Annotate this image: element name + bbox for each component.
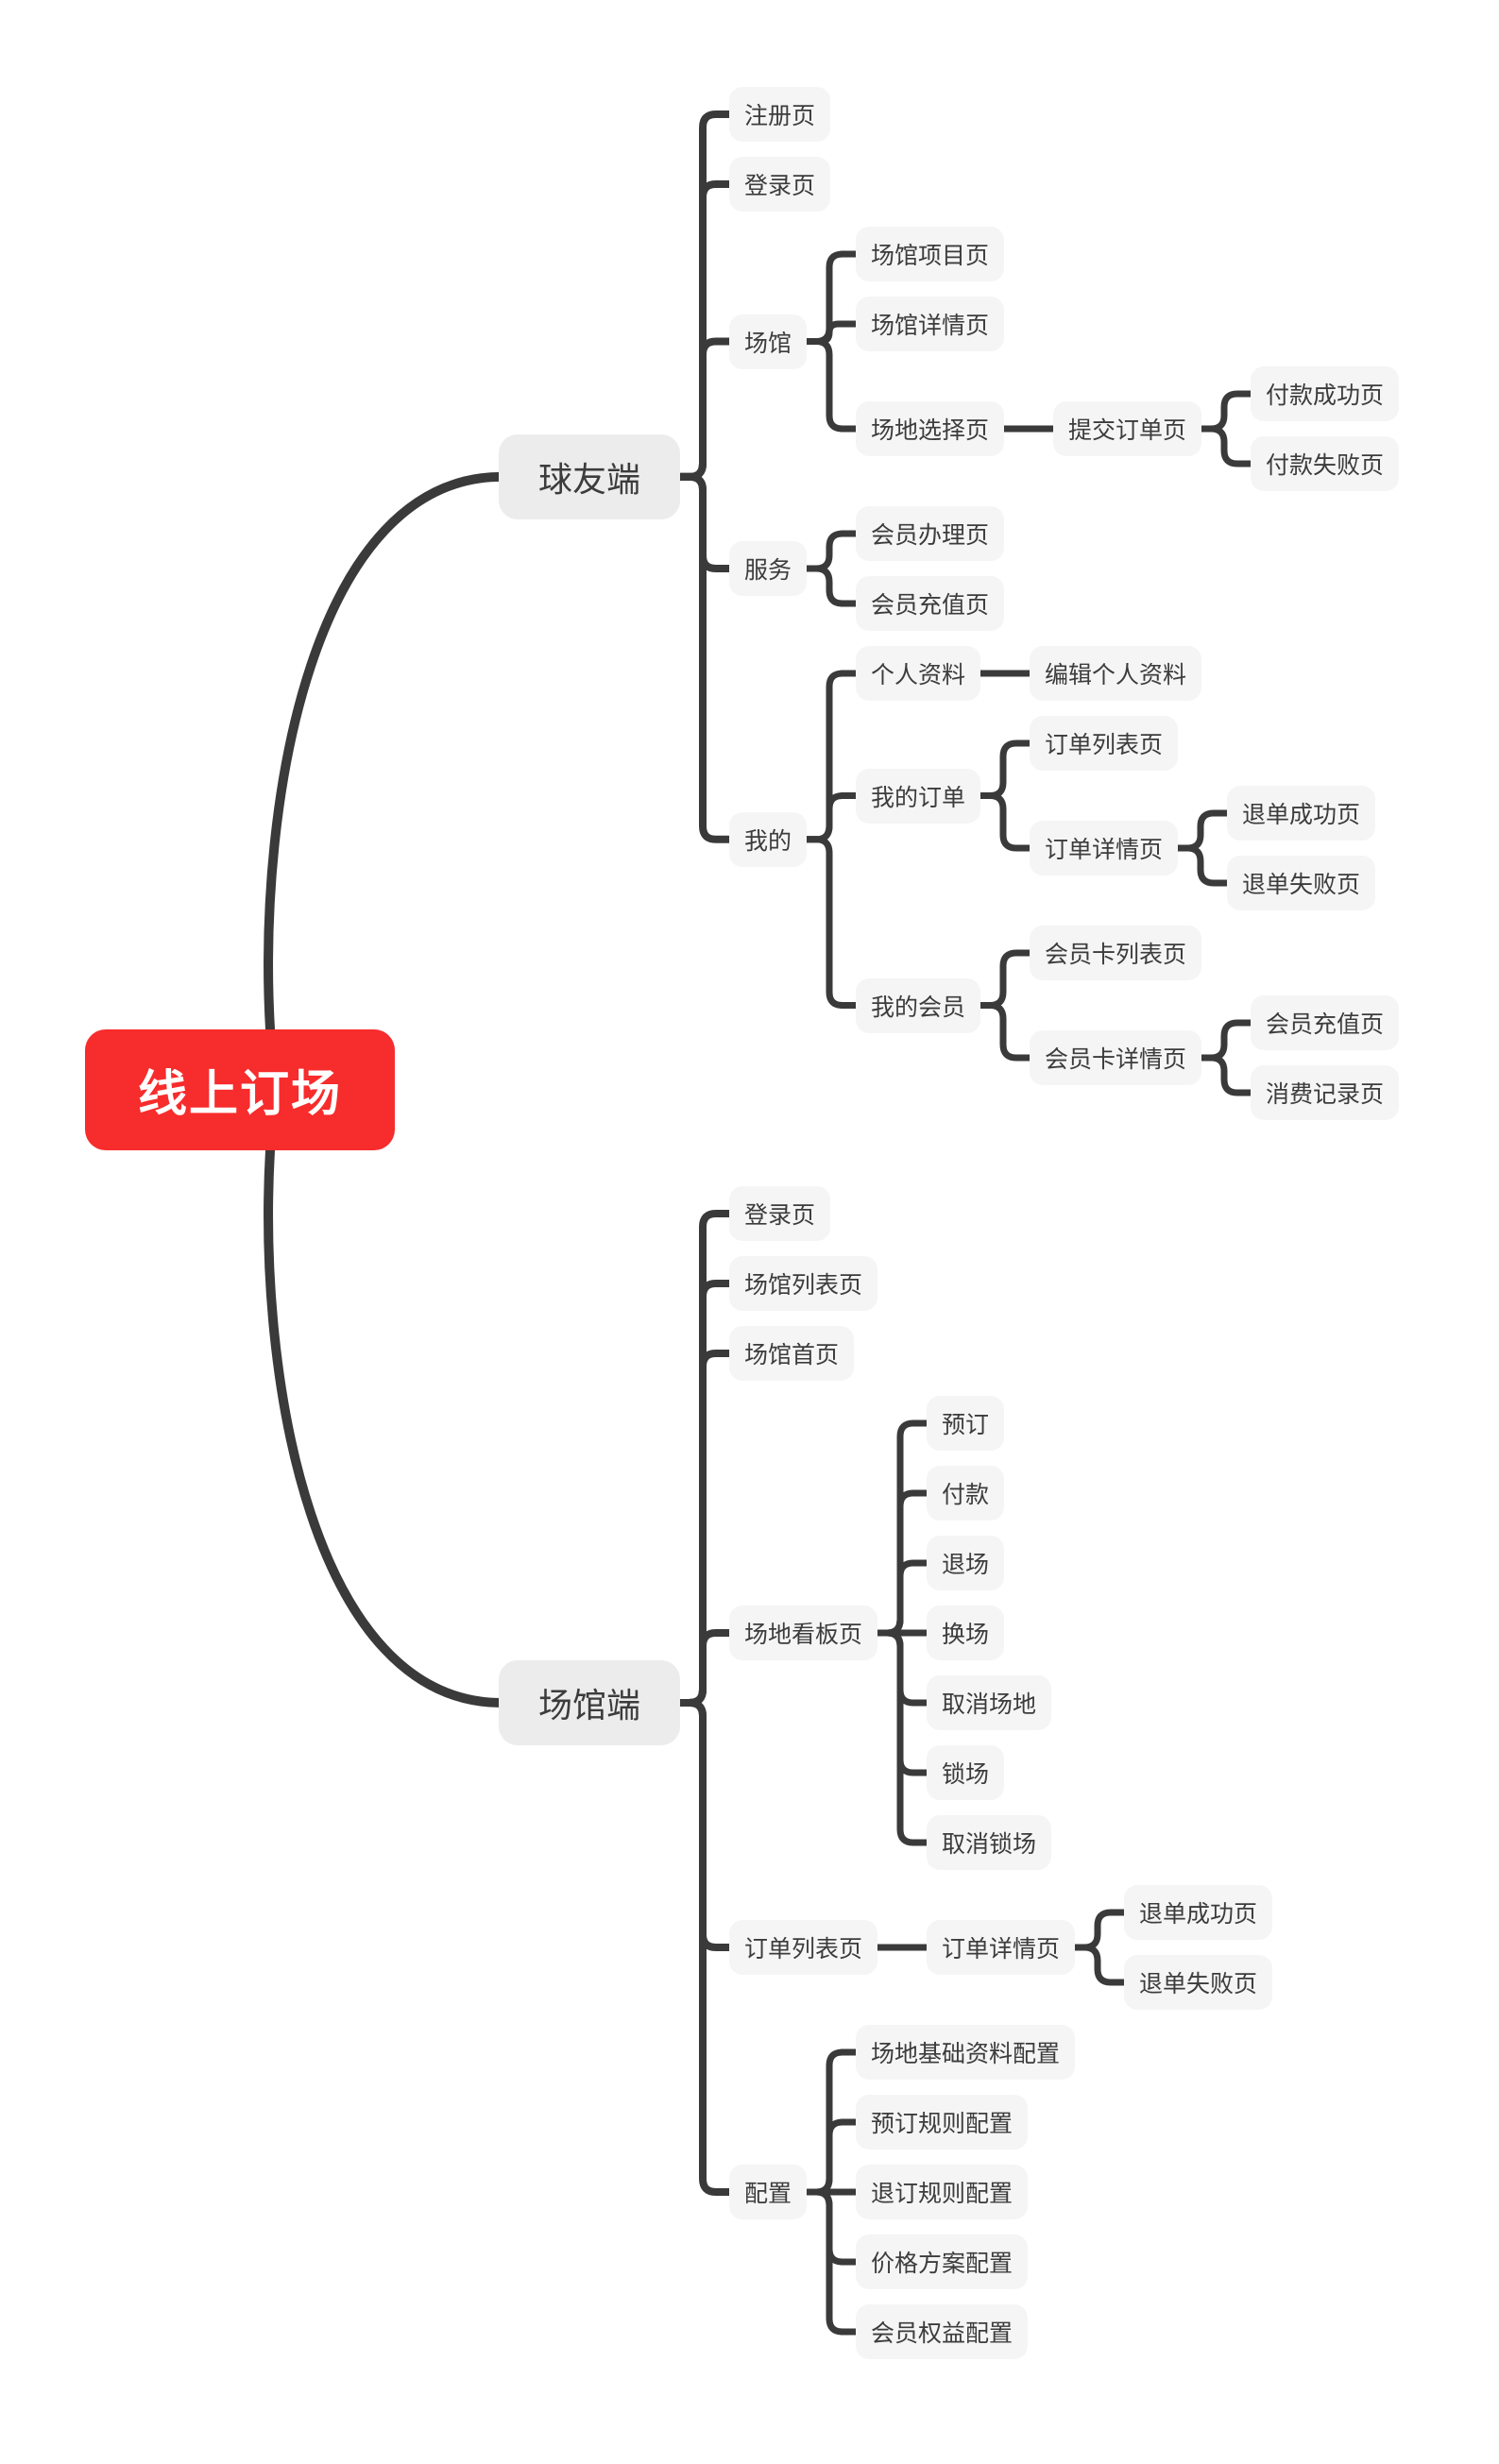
topic-node[interactable]: 退场 — [927, 1536, 1005, 1590]
topic-node[interactable]: 编辑个人资料 — [1030, 646, 1202, 701]
topic-node[interactable]: 会员卡详情页 — [1030, 1030, 1202, 1085]
topic-node[interactable]: 订单详情页 — [1030, 821, 1179, 875]
connector — [801, 530, 861, 572]
topic-node[interactable]: 场馆 — [729, 314, 808, 369]
topic-node[interactable]: 退单失败页 — [1227, 856, 1376, 910]
topic-node[interactable]: 订单列表页 — [1030, 716, 1179, 771]
topic-node[interactable]: 退单成功页 — [1227, 786, 1376, 841]
topic-node[interactable]: 场馆首页 — [729, 1326, 855, 1381]
topic-node[interactable]: 退订规则配置 — [856, 2165, 1029, 2219]
topic-node[interactable]: 登录页 — [729, 1186, 831, 1241]
connector — [1172, 844, 1233, 887]
topic-node[interactable]: 会员充值页 — [1251, 995, 1400, 1050]
connector — [264, 471, 506, 1034]
topic-node[interactable]: 会员权益配置 — [856, 2304, 1029, 2359]
connector — [975, 792, 1035, 852]
topic-node[interactable]: 订单详情页 — [927, 1920, 1076, 1975]
connector — [1196, 390, 1256, 433]
connector — [872, 1559, 932, 1637]
topic-node[interactable]: 登录页 — [729, 157, 831, 212]
topic-node[interactable]: 场馆列表页 — [729, 1256, 878, 1311]
topic-node[interactable]: 场地选择页 — [856, 401, 1005, 456]
topic-node[interactable]: 我的 — [729, 811, 808, 867]
topic-node[interactable]: 注册页 — [729, 87, 831, 142]
topic-node[interactable]: 预订规则配置 — [856, 2095, 1029, 2150]
topic-node[interactable]: 退单成功页 — [1124, 1885, 1273, 1940]
connector — [674, 472, 735, 843]
root-topic-node[interactable]: 线上订场 — [85, 1028, 396, 1150]
connector — [1196, 1054, 1256, 1096]
connector — [1196, 1019, 1256, 1062]
topic-node[interactable]: 提交订单页 — [1053, 401, 1202, 456]
connector — [975, 949, 1035, 1009]
branch-topic-node[interactable]: 球友端 — [499, 433, 681, 519]
topic-node[interactable]: 我的订单 — [856, 768, 981, 824]
topic-node[interactable]: 换场 — [927, 1606, 1005, 1660]
topic-node[interactable]: 我的会员 — [856, 977, 981, 1033]
connector — [674, 1699, 735, 2196]
topic-node[interactable]: 取消锁场 — [927, 1815, 1052, 1870]
connector — [801, 2188, 861, 2336]
connector — [674, 1629, 735, 1707]
topic-node[interactable]: 场馆详情页 — [856, 297, 1005, 351]
connector — [975, 1002, 1035, 1062]
topic-node[interactable]: 预订 — [927, 1396, 1005, 1451]
topic-node[interactable]: 付款成功页 — [1251, 366, 1400, 421]
topic-node[interactable]: 付款失败页 — [1251, 436, 1400, 491]
connector — [872, 1629, 932, 1846]
topic-node[interactable]: 会员卡列表页 — [1030, 926, 1202, 980]
topic-node[interactable]: 退单失败页 — [1124, 1955, 1273, 2010]
topic-node[interactable]: 会员办理页 — [856, 506, 1005, 561]
topic-node[interactable]: 价格方案配置 — [856, 2235, 1029, 2289]
topic-node[interactable]: 会员充值页 — [856, 576, 1005, 631]
topic-node[interactable]: 消费记录页 — [1251, 1065, 1400, 1120]
connector — [264, 1145, 506, 1708]
topic-node[interactable]: 场馆项目页 — [856, 227, 1005, 281]
connector — [801, 792, 861, 843]
connector — [801, 338, 861, 433]
branch-topic-node[interactable]: 场馆端 — [499, 1660, 681, 1745]
connector — [975, 739, 1035, 799]
topic-node[interactable]: 订单列表页 — [729, 1920, 878, 1975]
topic-node[interactable]: 配置 — [729, 2165, 808, 2219]
connector — [1069, 1909, 1130, 1951]
topic-node[interactable]: 付款 — [927, 1466, 1005, 1521]
connector — [1172, 809, 1233, 852]
topic-node[interactable]: 个人资料 — [856, 646, 981, 701]
topic-node[interactable]: 场地基础资料配置 — [856, 2025, 1076, 2080]
topic-node[interactable]: 取消场地 — [927, 1675, 1052, 1730]
connector — [801, 2118, 861, 2196]
connector — [1196, 425, 1256, 467]
topic-node[interactable]: 服务 — [729, 541, 808, 596]
topic-node[interactable]: 场地看板页 — [729, 1606, 878, 1660]
connector — [1069, 1944, 1130, 1986]
connector — [674, 337, 735, 481]
connector — [801, 836, 861, 1009]
connector — [801, 565, 861, 607]
topic-node[interactable]: 锁场 — [927, 1745, 1005, 1800]
